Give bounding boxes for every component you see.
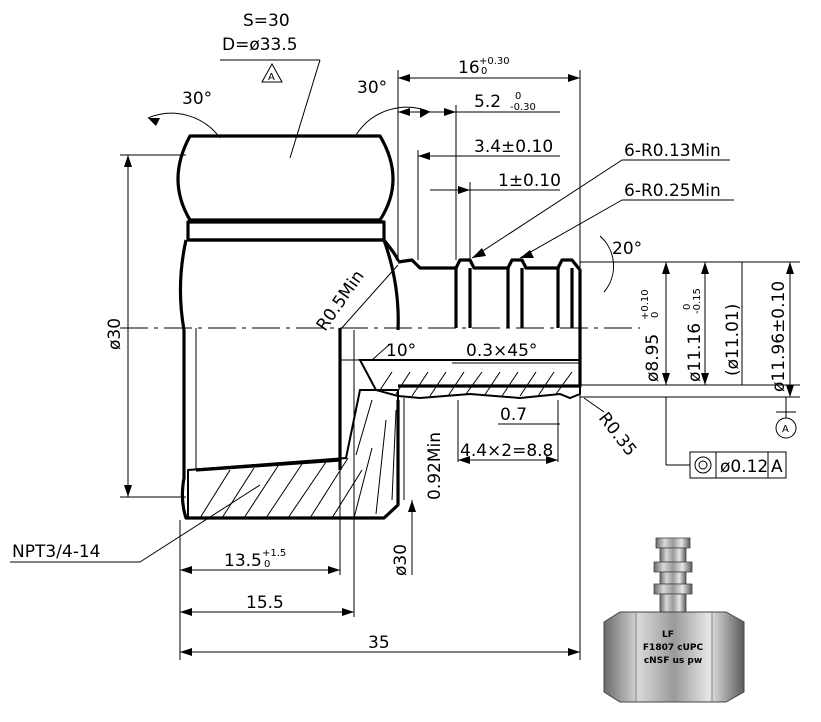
overall-stem-value: 16: [458, 58, 480, 78]
marking-line1: LF: [662, 630, 674, 640]
barbed-stem: [397, 258, 582, 388]
groove-len-label: 0.7: [500, 405, 527, 425]
thread-spec-label: NPT3/4-14: [12, 542, 100, 562]
dimension-arrows: [124, 74, 794, 656]
face-len-label: 15.5: [246, 593, 284, 613]
root-radius-label: R0.5Min: [313, 267, 369, 335]
hex-nut: [176, 134, 400, 520]
thread-depth-value: 13.5: [224, 551, 262, 571]
root-dia-value: ø11.16: [685, 323, 705, 382]
nut-s-label: S=30: [243, 11, 290, 31]
chamfer-inner-label: 0.3×45°: [466, 341, 537, 361]
barb-dia-label: ø11.96±0.10: [769, 281, 789, 392]
tip-radius-label: R0.35: [594, 409, 640, 460]
barb-angle-label: 20°: [612, 239, 642, 259]
concentricity-icon: [694, 456, 712, 474]
overall-stem-tol-upper: +0.30: [479, 56, 510, 67]
thread-depth-dim: 13.5 +1.5 0: [224, 548, 286, 571]
root-dia-dim: ø11.16 0 -0.15: [682, 288, 705, 382]
inner-angle-label: 10°: [386, 341, 416, 361]
datum-a-label: A: [782, 424, 789, 435]
marking-line2: F1807 cUPC: [643, 643, 704, 653]
barb-width-label: 1±0.10: [498, 171, 561, 191]
stem-section-hatch: [340, 359, 581, 400]
bore-dia-dim: ø8.95 +0.10 0: [640, 289, 663, 382]
thread-section-hatch: [187, 389, 399, 519]
bore-dia-tol-upper: +0.10: [640, 289, 651, 320]
ref-dia-label: (ø11.01): [723, 304, 743, 376]
tolerance-frame: ø0.12 A: [689, 451, 787, 479]
radius-small-label: 6-R0.13Min: [624, 141, 721, 161]
marking-line3: cNSF us pw: [644, 656, 702, 666]
chamfer-left-label: 30°: [182, 89, 212, 109]
nut-dia-label: ø30: [105, 318, 125, 350]
radius-large-label: 6-R0.25Min: [624, 181, 721, 201]
datum-a-symbol: A: [775, 417, 797, 439]
wall-label: 0.92Min: [425, 432, 445, 500]
barb-spacing-label: 4.4×2=8.8: [460, 441, 553, 461]
barb-pitch-label: 3.4±0.10: [474, 137, 553, 157]
overall-stem-dim: 16 +0.30 0: [458, 56, 510, 78]
note-flag: A: [261, 62, 283, 83]
root-dia-tol-lower: -0.15: [692, 288, 703, 314]
bore-dia-value: ø8.95: [643, 334, 663, 382]
first-barb-value: 5.2: [474, 92, 501, 112]
product-image: LF F1807 cUPC cNSF us pw: [603, 537, 745, 703]
tolerance-datum: A: [771, 457, 783, 477]
first-barb-tol-upper: 0: [515, 91, 521, 102]
first-barb-dim: 5.2 0 -0.30: [474, 91, 536, 113]
first-barb-tol-lower: -0.30: [510, 102, 536, 113]
thread-depth-tol-upper: +1.5: [262, 548, 286, 559]
note-flag-label: A: [268, 72, 275, 83]
dimension-lines: [10, 59, 800, 660]
thread-depth-tol-lower: 0: [264, 559, 270, 570]
thread-bore-label: ø30: [391, 544, 411, 576]
chamfer-right-label: 30°: [357, 78, 387, 98]
nut-d-label: D=ø33.5: [222, 35, 298, 55]
bore-dia-tol-lower: 0: [650, 312, 661, 318]
overall-len-label: 35: [368, 633, 390, 653]
root-dia-tol-upper: 0: [682, 304, 693, 310]
overall-stem-tol-lower: 0: [481, 66, 487, 77]
tolerance-value: ø0.12: [720, 457, 768, 477]
